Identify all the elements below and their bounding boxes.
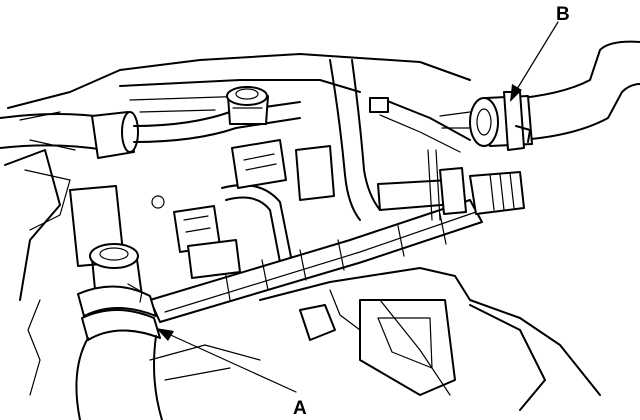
radiator-cap: [226, 86, 269, 125]
engine-outline: [4, 53, 601, 411]
callout-b-arrowhead: [510, 84, 522, 102]
upper-right-hose: [439, 40, 640, 151]
lower-components: [69, 139, 335, 279]
coolant-pipe-bracket: [149, 149, 525, 323]
callout-a-leader: [163, 331, 297, 393]
callout-a-arrowhead: [156, 328, 174, 341]
callout-b-label: B: [556, 4, 570, 25]
bypass-hose: [221, 184, 293, 263]
callout-a: A: [156, 328, 307, 419]
upper-hose: [0, 101, 301, 159]
callout-a-label: A: [293, 398, 307, 419]
center-hose: [329, 59, 389, 221]
lower-radiator-hose: [75, 243, 163, 420]
callout-b: B: [510, 4, 570, 102]
callout-b-leader: [513, 21, 559, 95]
